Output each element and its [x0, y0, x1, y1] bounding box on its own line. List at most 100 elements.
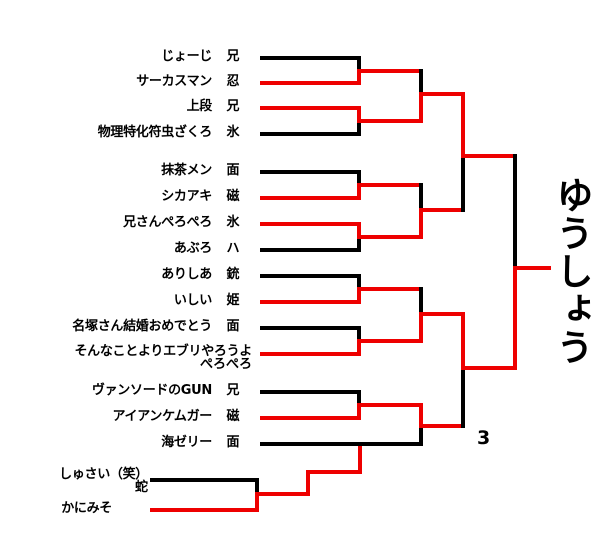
match-line-r1-seed1 — [260, 56, 359, 60]
entrant-class: 面 — [226, 163, 240, 178]
entrant-row: そんなことよりエブリやろうよ ぺろぺろ — [0, 345, 252, 371]
entrant-name: 上段 — [186, 99, 213, 114]
entrant-name: そんなことよりエブリやろうよ — [74, 344, 252, 359]
entrant-class: ハ — [226, 241, 240, 256]
entrant-name: かにみそ — [61, 501, 112, 516]
match-line-r1-seed12 — [260, 352, 359, 356]
match-line-r1-seed5 — [260, 170, 359, 174]
entrant-class: 忍 — [226, 74, 240, 89]
entrant-row: じょーじ 兄 — [0, 50, 248, 63]
entrant-name: 兄さんぺろぺろ — [123, 215, 212, 230]
entrant-class: 磁 — [226, 409, 240, 424]
third-place-label: 3 — [477, 427, 491, 449]
match-line-r1-seed6 — [260, 196, 359, 200]
match-connector-r1-m2-win — [357, 106, 361, 123]
match-line-prelim-seed17 — [150, 508, 259, 512]
match-connector-final-win — [513, 266, 517, 370]
match-line-r1-seed14 — [260, 416, 359, 420]
match-line-r1-seed8 — [260, 248, 359, 252]
match-connector-r2-m4-win — [419, 403, 423, 432]
advance-line-prelim — [255, 492, 310, 496]
advance-line-r3-b — [419, 208, 464, 212]
entrant-name: じょーじ — [161, 49, 212, 64]
entrant-row: 名塚さん結婚おめでとう 面 — [0, 320, 248, 333]
entrant-row: ありしあ 銃 — [0, 268, 248, 281]
match-line-r1-seed3 — [260, 106, 359, 110]
match-connector-r3-m1-lose — [461, 154, 465, 212]
advance-line-semi-b — [461, 366, 516, 370]
match-connector-prelim-lose — [255, 478, 259, 494]
match-connector-r2-m4-lose — [419, 424, 423, 446]
match-connector-r2-m3-win — [419, 312, 423, 343]
entrant-class: 磁 — [226, 189, 240, 204]
match-connector-r2-m2-win — [419, 208, 423, 239]
entrant-class: 氷 — [226, 125, 240, 140]
entrant-row: サーカスマン 忍 — [0, 75, 248, 88]
advance-line-r3-a — [419, 92, 464, 96]
advance-line-r2-g — [357, 403, 422, 407]
entrant-class: 姫 — [226, 293, 240, 308]
match-connector-r3-m2-win — [461, 312, 465, 370]
entrant-class: 銃 — [226, 267, 240, 282]
entrant-name: サーカスマン — [136, 74, 212, 89]
entrant-class: ぺろぺろ — [199, 357, 252, 372]
match-connector-r1-m2-lose — [357, 119, 361, 136]
match-connector-r1-m1-win — [357, 69, 361, 85]
entrant-name: 物理特化符虫ざくろ — [97, 125, 213, 140]
entrant-row: あぶろ ハ — [0, 242, 248, 255]
entrant-row: シカアキ 磁 — [0, 190, 248, 203]
entrant-row: ヴァンソードのGUN 兄 — [0, 384, 248, 397]
champion-line — [513, 266, 551, 270]
entrant-class: 面 — [226, 319, 240, 334]
advance-line-r2-a — [357, 69, 422, 73]
advance-riser-prelim-2 — [358, 442, 362, 474]
match-connector-r1-m6-win — [357, 339, 361, 356]
match-connector-r1-m5-lose — [357, 274, 361, 291]
entrant-row: 抹茶メン 面 — [0, 164, 248, 177]
entrant-class: 兄 — [226, 383, 240, 398]
match-connector-r1-m7-lose — [357, 390, 361, 407]
match-line-r1-seed10 — [260, 300, 359, 304]
entrant-row: アイアンケムガー 磁 — [0, 410, 248, 423]
advance-line-r2-e — [357, 287, 422, 291]
entrant-class: 氷 — [226, 215, 240, 230]
match-connector-r3-m1-win — [461, 92, 465, 158]
match-connector-r1-m5-win — [357, 287, 361, 304]
advance-line-r2-c — [357, 183, 422, 187]
advance-line-r2-b — [357, 119, 422, 123]
entrant-row: 上段 兄 — [0, 100, 248, 113]
match-line-r1-seed2 — [260, 81, 359, 85]
entrant-class: 兄 — [226, 99, 240, 114]
entrant-class: 面 — [226, 435, 240, 450]
entrant-row: かにみそ — [0, 502, 148, 515]
advance-line-prelim-2 — [306, 470, 362, 474]
champion-label: ゆうしょう — [550, 176, 593, 366]
advance-line-r3-c — [419, 312, 464, 316]
match-connector-r2-m2-lose — [419, 183, 423, 212]
match-line-r1-seed13 — [260, 390, 359, 394]
match-connector-r3-m2-lose — [461, 366, 465, 428]
match-connector-r2-m1-win — [419, 92, 423, 123]
match-connector-prelim-win — [255, 492, 259, 512]
match-connector-r1-m6-lose — [357, 326, 361, 343]
match-line-r1-seed11 — [260, 326, 359, 330]
advance-riser-prelim — [306, 470, 310, 496]
entrant-name: あぶろ — [173, 241, 212, 256]
entrant-name: 抹茶メン — [161, 163, 212, 178]
entrant-row: 物理特化符虫ざくろ 氷 — [0, 126, 248, 139]
match-line-r1-seed7 — [260, 222, 359, 226]
match-connector-final-lose — [513, 154, 517, 270]
entrant-name: 名塚さん結婚おめでとう — [72, 319, 212, 334]
entrant-name: 海ゼリー — [161, 435, 212, 450]
match-line-prelim-seed16 — [150, 478, 259, 482]
entrant-name: いしい — [173, 293, 212, 308]
match-line-r1-seed9 — [260, 274, 359, 278]
match-connector-r1-m3-win — [357, 183, 361, 200]
match-connector-r1-m4-win — [357, 222, 361, 239]
advance-line-r2-d — [357, 235, 422, 239]
entrant-class: 蛇 — [134, 480, 148, 495]
match-line-r1-seed15 — [260, 442, 359, 446]
entrant-name: シカアキ — [161, 189, 212, 204]
match-connector-r1-m1-lose — [357, 56, 361, 73]
